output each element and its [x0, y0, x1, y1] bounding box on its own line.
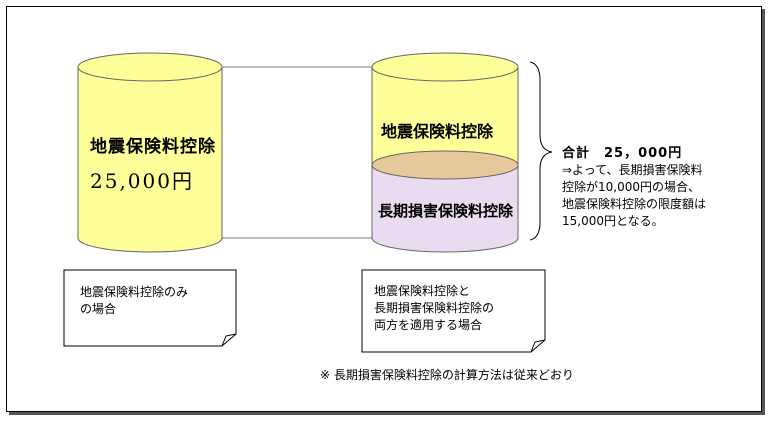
summary-line: 控除が10,000円の場合、 [562, 180, 700, 194]
summary-line: ⇒よって、長期損害保険料 [562, 163, 703, 177]
left-note-fold [221, 333, 237, 347]
left-note-shape [63, 269, 237, 347]
right-note-shape [361, 269, 546, 353]
right-cylinder-bottom-label: 長期損害保険料控除 [378, 202, 514, 220]
right-cylinder-top [371, 52, 519, 82]
right-note-fold [530, 339, 546, 353]
left-cylinder-body [77, 66, 223, 253]
right-cylinder-bottom-body [371, 164, 519, 253]
summary-line: 15,000円となる。 [562, 214, 664, 228]
right-cylinder [371, 52, 519, 253]
summary-total: 合計 25，000円 [562, 146, 683, 161]
left-note-text: 地震保険料控除のみ の場合 [80, 285, 189, 316]
footnote: ※ 長期損害保険料控除の計算方法は従来どおり [320, 368, 574, 382]
left-cylinder [77, 52, 223, 253]
right-cylinder-top-body [372, 67, 518, 165]
summary-line: 地震保険料控除の限度額は [562, 197, 707, 211]
curly-brace [529, 61, 553, 241]
right-cylinder-divider [371, 150, 519, 180]
left-cylinder-top [77, 52, 223, 82]
summary-text: 合計 25，000円 ⇒よって、長期損害保険料 控除が10,000円の場合、 地… [562, 145, 706, 230]
left-cylinder-amount: 25,000円 [90, 169, 194, 193]
right-note-text: 地震保険料控除と 長期損害保険料控除の 両方を適用する場合 [374, 284, 495, 332]
left-cylinder-label: 地震保険料控除 [90, 137, 216, 157]
right-cylinder-top-label: 地震保険料控除 [381, 122, 494, 141]
